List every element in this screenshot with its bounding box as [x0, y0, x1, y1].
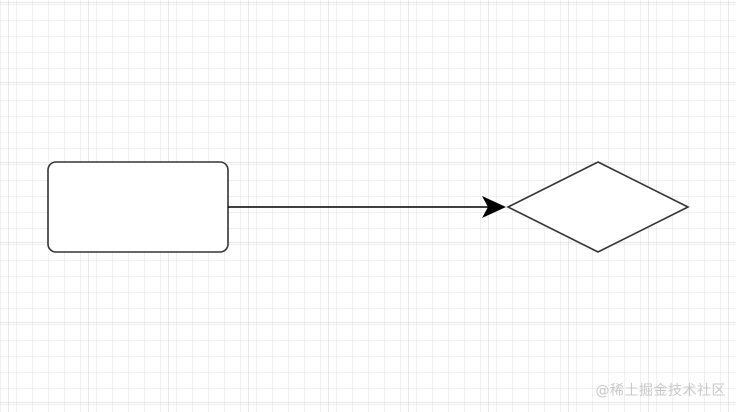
watermark: @稀土掘金技术社区 — [595, 383, 726, 399]
decision-diamond[interactable] — [506, 161, 690, 253]
process-box[interactable] — [47, 161, 229, 253]
arrowhead-icon — [482, 196, 506, 218]
